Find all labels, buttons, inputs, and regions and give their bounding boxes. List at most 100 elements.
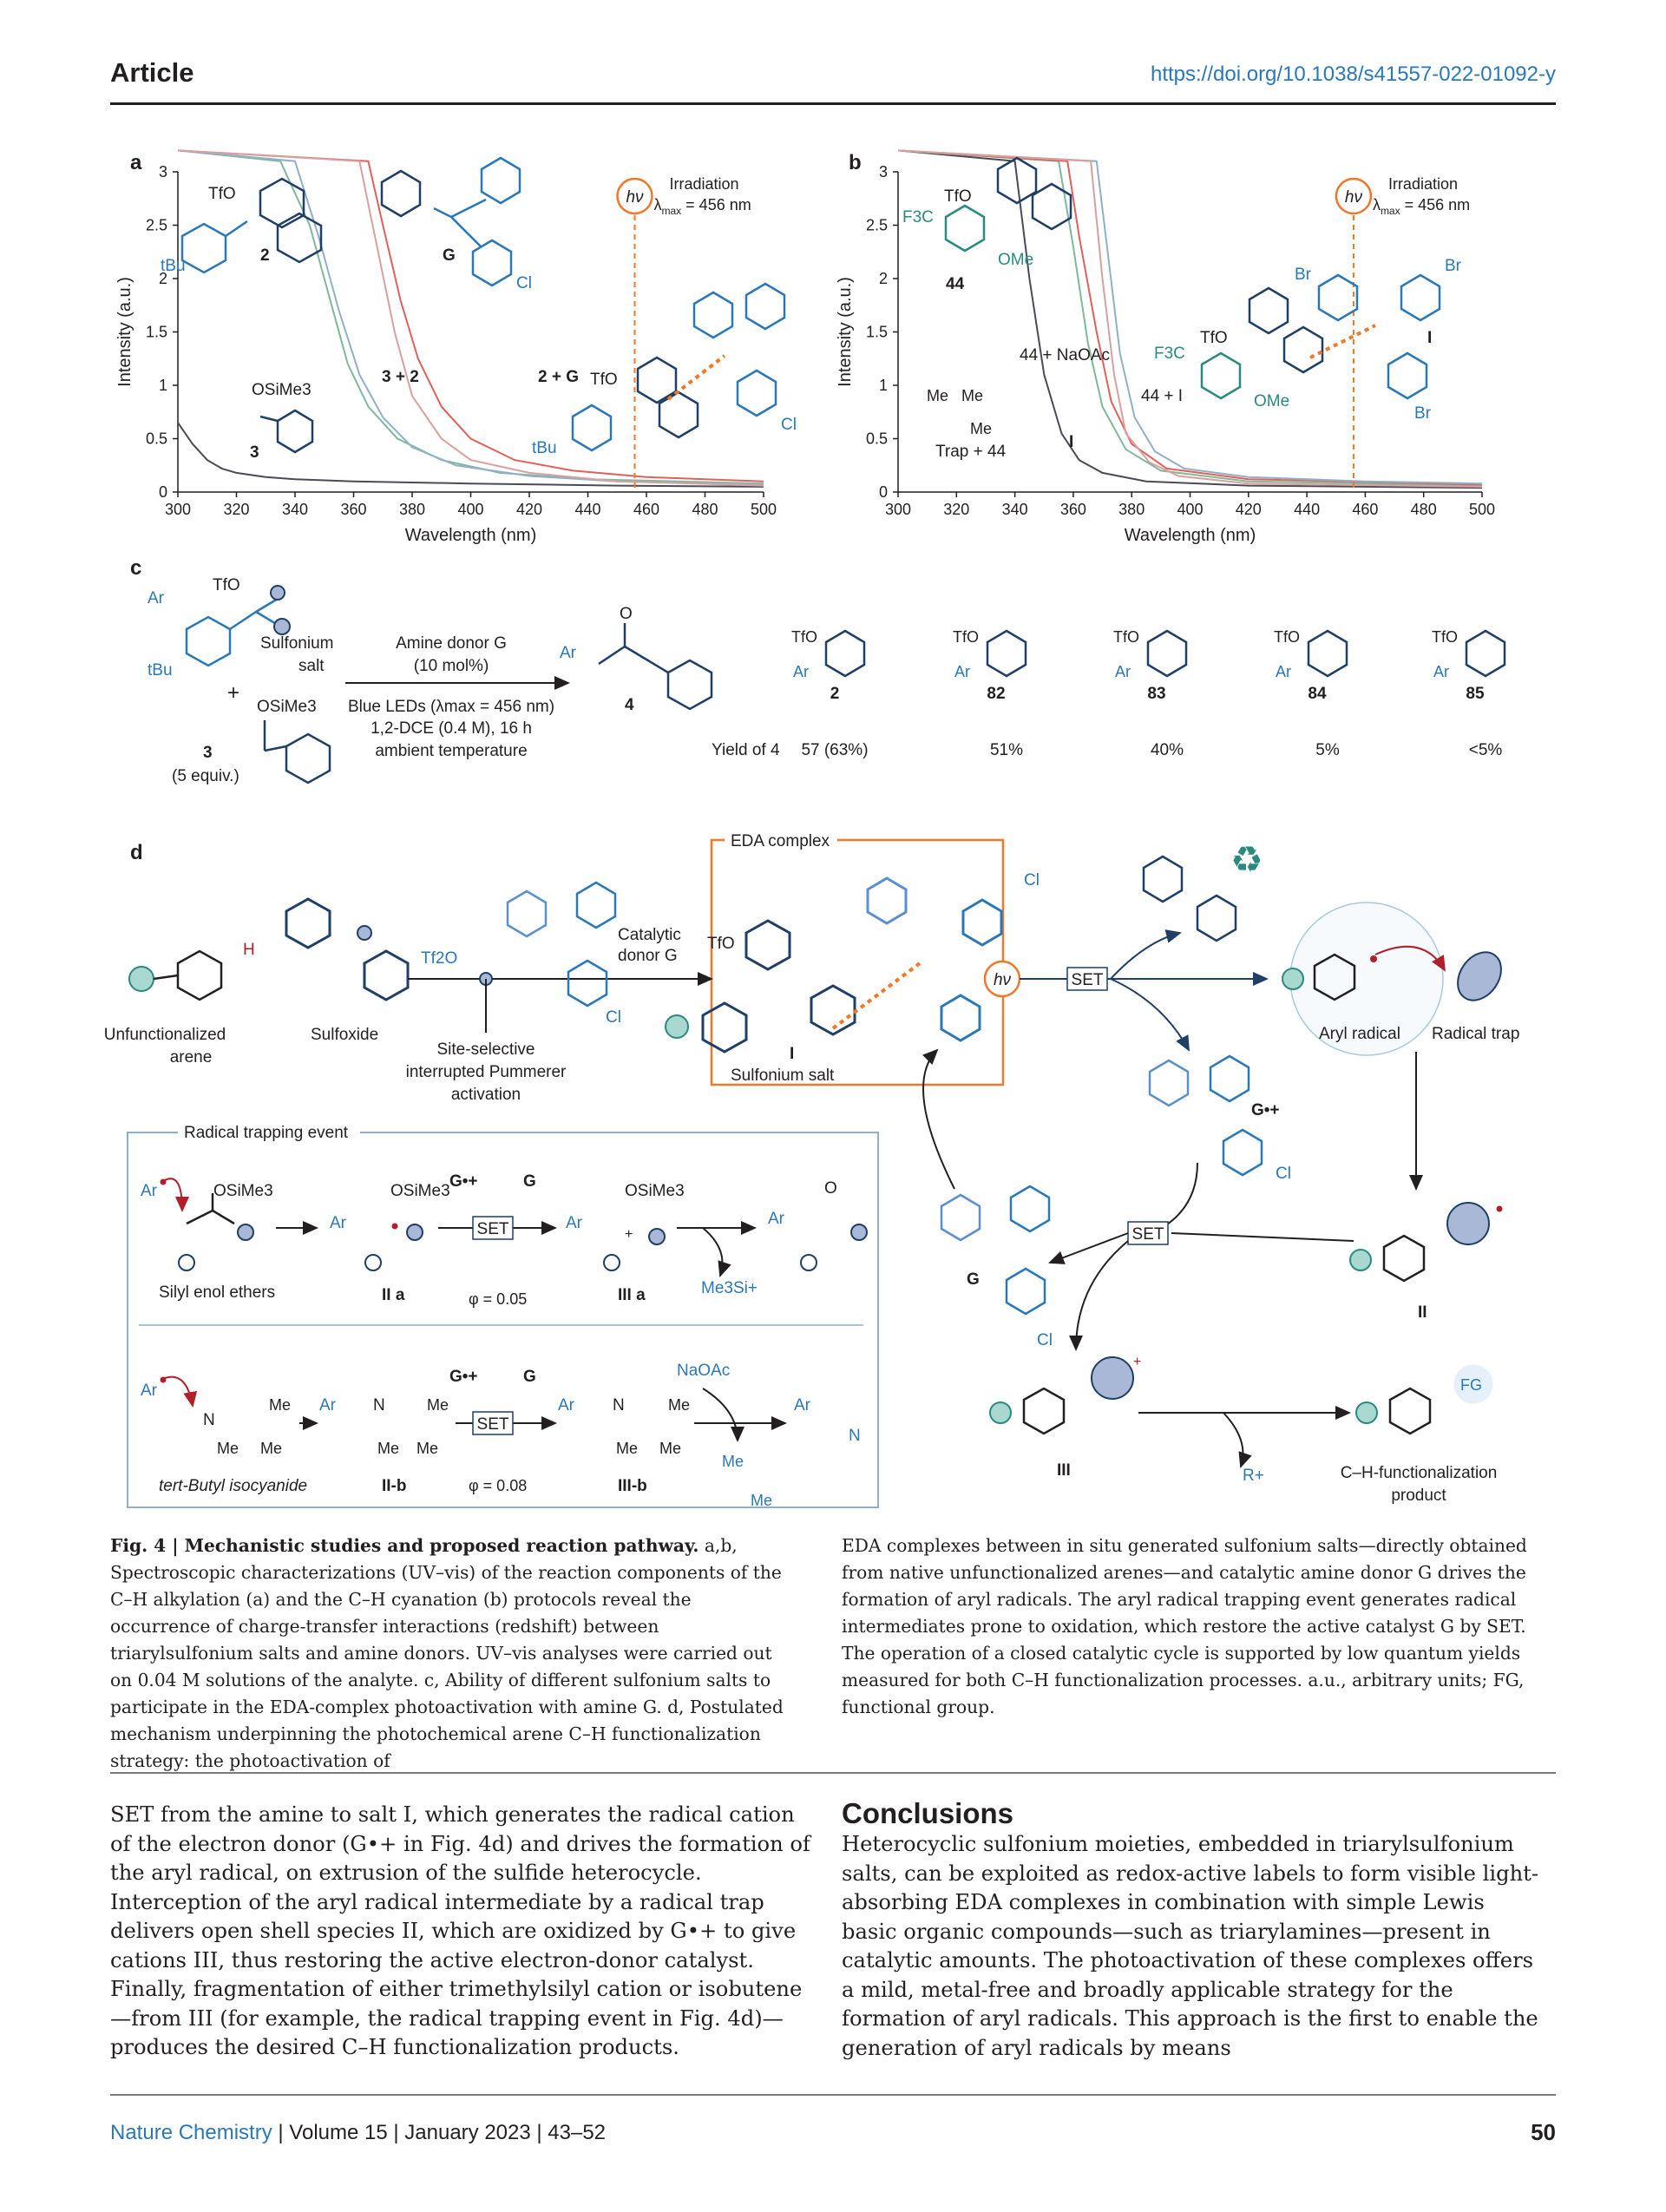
ome-label-b2: OMe	[1254, 392, 1289, 410]
osime3-row-a1: OSiMe3	[213, 1182, 273, 1200]
chart-a-x-tick-label: 500	[751, 501, 777, 518]
salt-number-0: 2	[830, 685, 840, 703]
me-b9: Me	[659, 1440, 681, 1457]
footer-journal[interactable]: Nature Chemistry	[110, 2121, 272, 2144]
me-b6: Me	[416, 1440, 438, 1457]
chart-b-x-tick-label: 380	[1118, 501, 1145, 518]
cl-label-d3: Cl	[1276, 1165, 1291, 1183]
ii-to-set2	[1171, 1232, 1354, 1242]
set2-to-g	[1048, 1232, 1129, 1264]
tbu-label-c: tBu	[148, 661, 173, 679]
osime3-label-c: OSiMe3	[257, 698, 317, 716]
ar-attack-b	[164, 1375, 198, 1408]
f3c-label-b2: F3C	[1154, 345, 1185, 363]
tfo-label-b2: TfO	[1200, 329, 1228, 347]
catalytic-label-2: donor G	[618, 947, 678, 965]
ar-row-a: Ar	[141, 1182, 158, 1200]
label-4-c: 4	[625, 696, 634, 714]
label-i-b: I	[1069, 433, 1073, 451]
label-iib: II-b	[382, 1477, 407, 1495]
silyl-enol-structure	[186, 1193, 235, 1225]
salt-ar-3: Ar	[1276, 663, 1291, 680]
label-3plus2: 3 + 2	[382, 368, 419, 386]
salt-yield-4: <5%	[1469, 741, 1503, 759]
nitrile-n: N	[849, 1427, 861, 1445]
chart-b-xlabel: Wavelength (nm)	[1125, 526, 1256, 545]
structure-sulfonium-c	[185, 597, 279, 667]
cond-mol: (10 mol%)	[414, 657, 489, 675]
doi-link[interactable]: https://doi.org/10.1038/s41557-022-01092…	[1150, 62, 1556, 86]
chart-a-x-tick-label: 300	[165, 501, 191, 518]
chart-a-y-tick-label: 2	[159, 270, 167, 287]
br-label-2: Br	[1445, 257, 1462, 275]
chart-b-y-tick-label: 1	[879, 377, 888, 394]
label-i-b2: I	[1427, 329, 1432, 347]
chart-a-x-tick-label: 440	[574, 501, 600, 518]
set-label-1: SET	[1072, 971, 1104, 989]
conclusions-heading: Conclusions	[842, 1797, 1014, 1829]
panel-letter-b: b	[849, 151, 862, 174]
cond-amine: Amine donor G	[396, 634, 507, 653]
salt-ar-0: Ar	[793, 663, 809, 680]
ar-row-b: Ar	[141, 1382, 158, 1400]
arene-bond	[153, 974, 179, 981]
chart-a-x-tick-label: 400	[457, 501, 483, 518]
sulfide-structure	[1142, 855, 1237, 942]
osime3-row-a3: OSiMe3	[625, 1182, 685, 1200]
chart-a-irradiation-value: λmax = 456 nm	[654, 196, 751, 217]
chart-a-x-tick-label: 360	[340, 501, 366, 518]
chart-a-series-1	[178, 149, 764, 485]
sulfonium-circle-2	[273, 618, 291, 635]
label-ii-d: II	[1418, 1303, 1427, 1322]
pummerer-label-3: activation	[451, 1086, 521, 1104]
structure-4-c	[598, 623, 713, 711]
salt-tfo-2: TfO	[1113, 628, 1139, 646]
salt-ring-4	[1465, 629, 1506, 678]
article-label: Article	[110, 57, 194, 88]
svg-text:+: +	[1133, 1355, 1141, 1369]
ar-radical-dot-a	[160, 1178, 167, 1185]
ch-product-label-2: product	[1391, 1487, 1446, 1505]
eda-title: EDA complex	[731, 832, 830, 850]
iia-circle-2	[364, 1254, 382, 1271]
n-row-b2: N	[373, 1396, 385, 1414]
chart-a-y-tick-label: 0.5	[146, 430, 167, 448]
body-right: Conclusions Heterocyclic sulfonium moiet…	[842, 1797, 1546, 2063]
iia-circle	[406, 1224, 423, 1241]
catalytic-label-1: Catalytic	[618, 926, 681, 944]
chart-a-y-tick-label: 3	[159, 163, 167, 181]
o-label-row-a: O	[824, 1179, 837, 1198]
h-label: H	[243, 941, 255, 959]
sulfide-arrow	[1110, 929, 1182, 980]
br-label-3: Br	[1414, 404, 1432, 423]
radical-trap-label: Radical trap	[1432, 1025, 1519, 1043]
set-box-1	[1066, 967, 1108, 991]
label-iiia: III a	[618, 1286, 646, 1304]
naoac-label: NaOAc	[677, 1362, 730, 1380]
osime3-row-a2: OSiMe3	[390, 1182, 450, 1200]
chart-b-hv-circle	[1335, 177, 1373, 215]
chart-b-y-tick-label: 2.5	[866, 217, 888, 234]
panel-letter-d: d	[130, 841, 143, 864]
salt-yield-1: 51%	[990, 741, 1023, 759]
chart-b-x-tick-label: 480	[1411, 501, 1437, 518]
eda-interaction-b	[1309, 324, 1376, 359]
chart-b-y-tick-label: 0	[879, 483, 888, 501]
salt-ring-3	[1307, 629, 1348, 678]
set-label-2: SET	[1132, 1225, 1164, 1244]
label-44-i: 44 + I	[1141, 387, 1183, 405]
chart-b-x-tick-label: 460	[1352, 501, 1378, 518]
equiv-label-c: (5 equiv.)	[172, 767, 239, 785]
radical-trap-shape	[1457, 951, 1502, 1001]
chart-a-x-tick-label: 320	[223, 501, 249, 518]
iiia-circle-2	[603, 1254, 620, 1271]
label-44-b: 44	[946, 275, 965, 293]
salt-number-1: 82	[987, 685, 1005, 703]
me-b7: Me	[668, 1396, 690, 1414]
sulfonium-I-circle	[665, 1014, 689, 1039]
chart-a-series-2	[178, 149, 764, 486]
caption-right: EDA complexes between in situ generated …	[842, 1535, 1527, 1717]
chart-b-x-tick-label: 400	[1177, 501, 1203, 518]
eda-interaction-a	[666, 354, 726, 401]
chart-a-lambda-value: = 456 nm	[681, 196, 751, 213]
